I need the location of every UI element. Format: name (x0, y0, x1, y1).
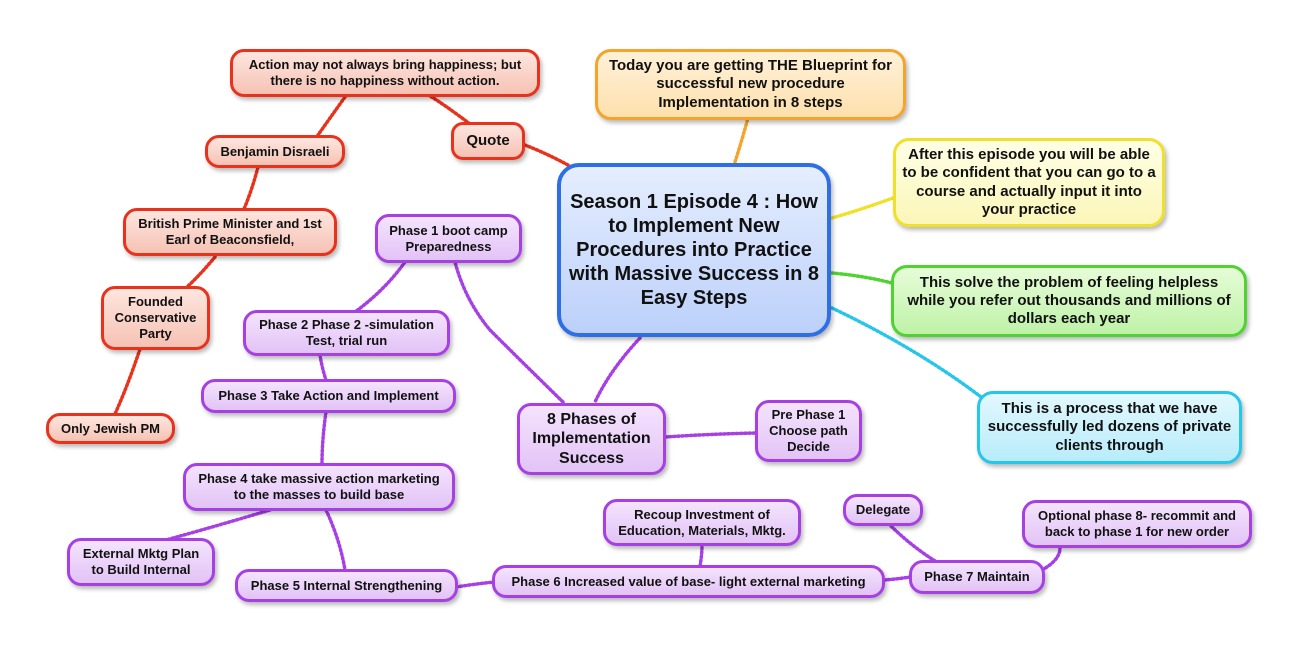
link-center-problem (830, 271, 894, 285)
link-p3-p4 (320, 410, 328, 466)
quote-node: Quote (451, 122, 525, 160)
link-p7-p8 (1040, 546, 1062, 572)
link-p6-p7 (882, 575, 912, 582)
phases-root-node: 8 Phases of Implementation Success (517, 403, 666, 475)
link-phases-pre (663, 431, 758, 439)
link-author-title (242, 165, 260, 211)
link-p6-recoup (698, 543, 704, 568)
central-topic: Season 1 Episode 4 : How to Implement Ne… (557, 163, 831, 337)
fact-node: Only Jewish PM (46, 413, 175, 444)
link-p4-ext (164, 508, 272, 542)
party-node: Founded Conservative Party (101, 286, 210, 350)
recoup-node: Recoup Investment of Education, Material… (603, 499, 801, 546)
link-center-blueprint (733, 116, 750, 164)
link-p2-p3 (318, 353, 328, 382)
problem-callout: This solve the problem of feeling helple… (891, 265, 1247, 337)
process-callout: This is a process that we have successfu… (977, 391, 1242, 464)
author-title-node: British Prime Minister and 1st Earl of B… (123, 208, 337, 256)
link-center-process (830, 306, 987, 402)
phase3-node: Phase 3 Take Action and Implement (201, 379, 456, 413)
author-node: Benjamin Disraeli (205, 135, 345, 168)
link-p7-delegate (888, 523, 937, 563)
link-text-author (316, 95, 347, 137)
link-party-fact (113, 347, 142, 416)
blueprint-callout: Today you are getting THE Blueprint for … (595, 49, 906, 120)
link-quote-text (428, 94, 472, 126)
link-title-party (185, 255, 217, 289)
delegate-node: Delegate (843, 494, 923, 526)
link-center-phases (593, 336, 642, 404)
pre-phase-node: Pre Phase 1 Choose path Decide (755, 400, 862, 462)
phase8-node: Optional phase 8- recommit and back to p… (1022, 500, 1252, 548)
confident-callout: After this episode you will be able to b… (893, 138, 1165, 227)
link-p1-p2 (353, 260, 407, 314)
phase4-node: Phase 4 take massive action marketing to… (183, 463, 455, 511)
phase6-node: Phase 6 Increased value of base- light e… (492, 565, 885, 598)
phase1-node: Phase 1 boot camp Preparedness (375, 214, 522, 263)
quote-text-node: Action may not always bring happiness; b… (230, 49, 540, 97)
phase7-node: Phase 7 Maintain (909, 560, 1045, 594)
link-p5-p6 (454, 580, 496, 589)
phase2-node: Phase 2 Phase 2 -simulation Test, trial … (243, 310, 450, 356)
external-mktg-node: External Mktg Plan to Build Internal (67, 538, 215, 586)
link-p4-p5 (324, 508, 347, 572)
phase5-node: Phase 5 Internal Strengthening (235, 569, 458, 602)
link-phases-p1 (453, 260, 565, 404)
link-center-confident (830, 196, 895, 220)
